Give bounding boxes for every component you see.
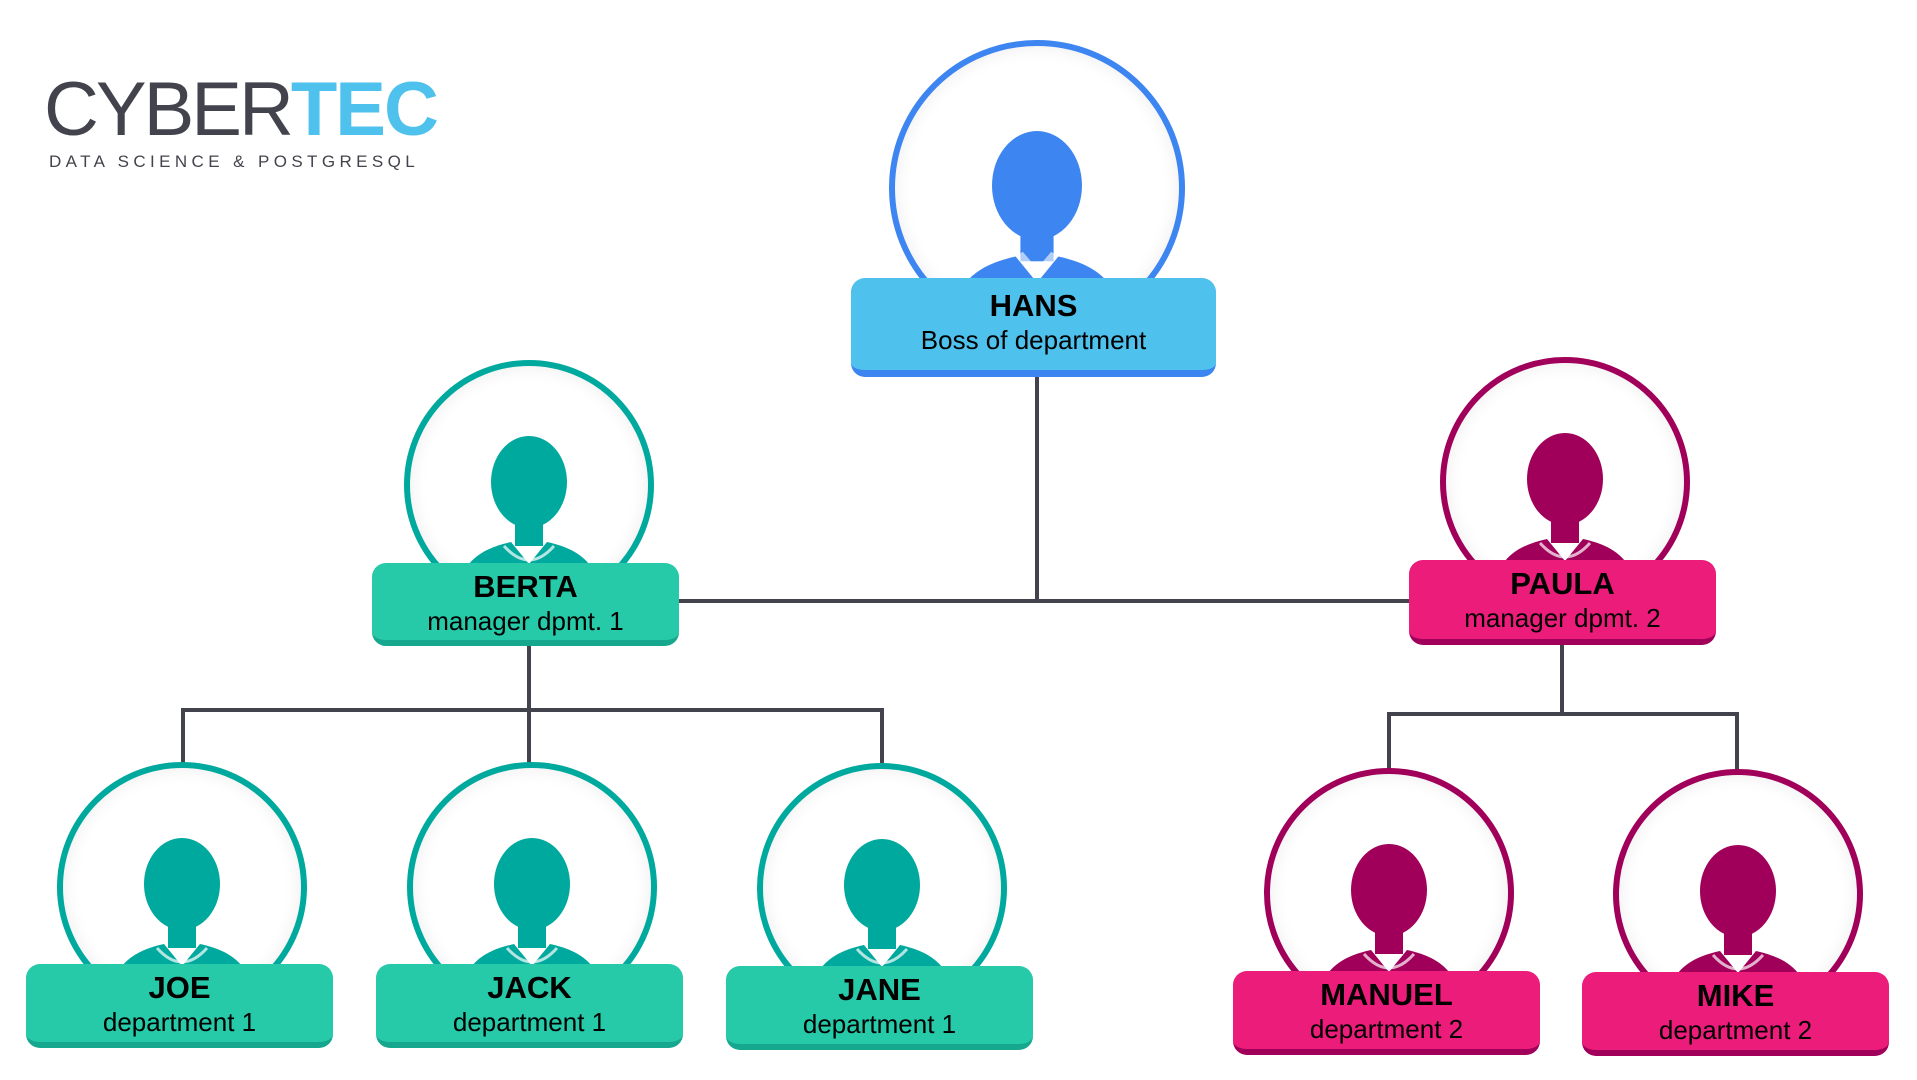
logo-text: CYBER: [44, 67, 294, 152]
name-card: JACK department 1: [376, 964, 683, 1048]
name-card: HANS Boss of department: [851, 278, 1216, 377]
connector-hans: [679, 377, 1409, 603]
person-name: JACK: [487, 970, 572, 1005]
person-name: BERTA: [473, 569, 578, 604]
person-name: MANUEL: [1320, 977, 1453, 1012]
avatar-circle: [407, 762, 657, 1012]
person-role: department 1: [102, 1007, 257, 1037]
connector-paula: [1387, 645, 1739, 773]
logo-accent-text: TEC: [290, 67, 439, 152]
cybertec-logo: CYBERTEC DATA SCIENCE & POSTGRESQL: [44, 72, 439, 172]
logo-tagline: DATA SCIENCE & POSTGRESQL: [49, 152, 420, 171]
person-name: HANS: [989, 288, 1078, 323]
person-name: PAULA: [1510, 566, 1615, 601]
name-card: PAULA manager dpmt. 2: [1409, 560, 1716, 645]
person-name: JANE: [838, 972, 921, 1007]
person-role: department 2: [1309, 1014, 1464, 1044]
person-role: department 1: [452, 1007, 607, 1037]
name-card: JANE department 1: [726, 966, 1033, 1050]
person-role: manager dpmt. 1: [427, 606, 624, 636]
name-card: MANUEL department 2: [1233, 971, 1540, 1055]
person-role: Boss of department: [920, 325, 1147, 355]
name-card: MIKE department 2: [1582, 972, 1889, 1056]
person-role: department 2: [1658, 1015, 1813, 1045]
name-card: BERTA manager dpmt. 1: [372, 563, 679, 646]
person-name: MIKE: [1696, 978, 1775, 1013]
person-role: department 1: [802, 1009, 957, 1039]
connector-berta: [181, 646, 884, 765]
name-card: JOE department 1: [26, 964, 333, 1048]
person-name: JOE: [148, 970, 211, 1005]
person-role: manager dpmt. 2: [1464, 603, 1661, 633]
